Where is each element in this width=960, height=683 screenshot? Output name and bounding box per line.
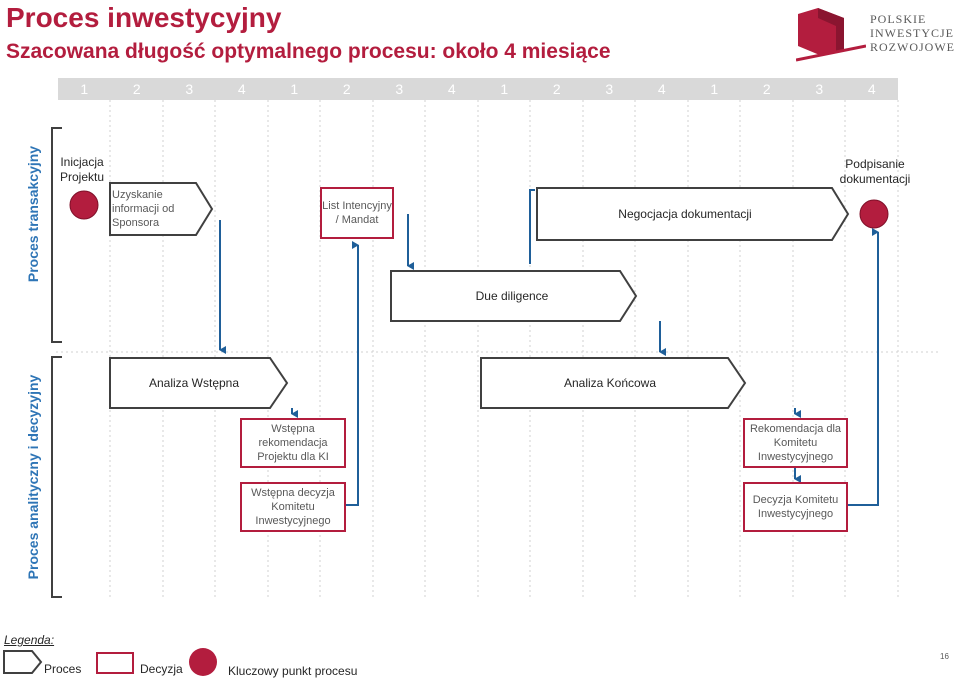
logo-line-2: INWESTYCJE xyxy=(870,26,954,40)
page-title: Proces inwestycyjny xyxy=(6,2,282,33)
logo-line-1: POLSKIE xyxy=(870,12,927,26)
month-cell: 1 xyxy=(290,81,299,97)
lane-bracket-transaction xyxy=(51,127,62,343)
connector-decision-to-signing xyxy=(848,228,879,506)
month-cell: 2 xyxy=(342,81,351,97)
process-final-analysis-label: Analiza Końcowa xyxy=(563,376,657,390)
milestone-signing xyxy=(859,199,889,229)
month-cell: 1 xyxy=(500,81,509,97)
month-cell: 1 xyxy=(710,81,719,97)
decision-initial-decision-label: Wstępna decyzja Komitetu Inwestycyjnego xyxy=(251,487,335,527)
decision-intent-letter: List Intencyjny / Mandat xyxy=(320,187,394,239)
process-sponsor-info-label: Uzyskanie informacji od Sponsora xyxy=(112,189,175,229)
process-final-analysis xyxy=(480,357,747,409)
pir-logo-icon xyxy=(796,8,866,62)
month-cell: 4 xyxy=(657,81,666,97)
month-timeline: 1 2 3 4 1 2 3 4 1 2 3 4 1 2 3 4 xyxy=(58,78,898,100)
legend-process-icon xyxy=(3,650,43,674)
logo-line-3: ROZWOJOWE xyxy=(870,40,955,54)
connector-to-negotiation xyxy=(529,189,535,264)
lane-label-transaction: Proces transakcyjny xyxy=(25,145,41,283)
legend-decision-icon xyxy=(96,652,134,674)
start-label: Inicjacja Projektu xyxy=(59,155,105,184)
lane-label-analytical: Proces analityczny i decyzyjny xyxy=(25,374,41,580)
legend-milestone-label: Kluczowy punkt procesu xyxy=(228,664,358,678)
month-cell: 3 xyxy=(815,81,824,97)
process-sponsor-info xyxy=(109,182,214,236)
decision-committee-recommendation: Rekomendacja dla Komitetu Inwestycyjnego xyxy=(743,418,848,468)
decision-initial-recommendation: Wstępna rekomendacja Projektu dla KI xyxy=(240,418,346,468)
decision-committee-recommendation-label: Rekomendacja dla Komitetu Inwestycyjnego xyxy=(749,423,842,463)
logo-text: POLSKIE INWESTYCJE ROZWOJOWE xyxy=(870,12,955,54)
process-negotiation-label: Negocjacja dokumentacji xyxy=(618,207,752,221)
page-number: 16 xyxy=(940,652,949,661)
month-cell: 2 xyxy=(762,81,771,97)
process-initial-analysis-label: Analiza Wstępna xyxy=(148,376,240,390)
month-cell: 4 xyxy=(867,81,876,97)
month-cell: 2 xyxy=(552,81,561,97)
legend-decision-label: Decyzja xyxy=(140,662,183,676)
decision-initial-recommendation-label: Wstępna rekomendacja Projektu dla KI xyxy=(257,423,329,463)
signing-label: Podpisanie dokumentacji xyxy=(839,157,911,186)
legend-process-label: Proces xyxy=(44,662,82,676)
process-negotiation xyxy=(536,187,850,241)
legend-milestone-icon xyxy=(189,648,217,676)
month-cell: 1 xyxy=(80,81,89,97)
month-cell: 4 xyxy=(447,81,456,97)
connector-decision-to-letter xyxy=(346,241,359,506)
decision-committee-decision: Decyzja Komitetu Inwestycyjnego xyxy=(743,482,848,532)
legend-title: Legenda: xyxy=(4,633,55,647)
page-subtitle: Szacowana długość optymalnego procesu: o… xyxy=(6,40,611,63)
decision-initial-decision: Wstępna decyzja Komitetu Inwestycyjnego xyxy=(240,482,346,532)
decision-committee-decision-label: Decyzja Komitetu Inwestycyjnego xyxy=(752,494,839,520)
process-due-diligence-label: Due diligence xyxy=(475,289,549,303)
process-initial-analysis xyxy=(109,357,289,409)
decision-intent-letter-label: List Intencyjny / Mandat xyxy=(322,200,392,226)
lane-bracket-analytical xyxy=(51,356,62,598)
month-cell: 4 xyxy=(237,81,246,97)
month-cell: 3 xyxy=(605,81,614,97)
process-due-diligence xyxy=(390,270,638,322)
month-cell: 2 xyxy=(132,81,141,97)
milestone-start xyxy=(69,190,99,220)
month-cell: 3 xyxy=(185,81,194,97)
month-cell: 3 xyxy=(395,81,404,97)
